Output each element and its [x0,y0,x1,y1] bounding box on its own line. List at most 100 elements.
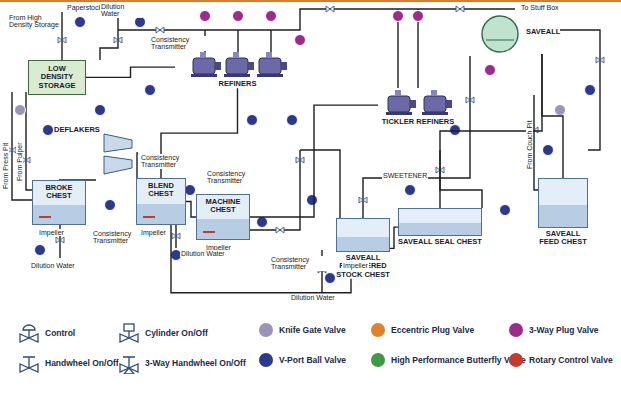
legend-swatch-dot [371,353,385,367]
inlet-label: From Press Pit [2,142,9,190]
valve-dot [135,17,146,28]
node-label: REFINERS [175,80,300,88]
equipment-group: TICKLER REFINERS [378,84,458,126]
handwheel [23,357,35,368]
deflaker-symbol [102,130,138,178]
valve-dot [15,105,26,116]
legend-swatch [508,352,524,368]
valve-dot [43,125,54,136]
annotation: Consistency Transmitter [206,170,272,185]
refiner-motor [248,62,254,70]
legend-text: Eccentric Plug Valve [391,325,474,335]
saveall-drum [478,14,522,54]
tank-body [538,178,588,228]
annotation: Consistency Transmitter [140,154,202,169]
refiner-body [259,58,281,74]
annotation: Impeller [140,229,167,236]
valve-dot [75,17,86,28]
legend-text: Control [45,328,75,338]
refiner-inlet [395,90,401,96]
pipe-connector [186,202,196,218]
pipe-line [250,105,378,217]
inlet-label: From Couch Pit [526,119,533,170]
valve-bowtie [114,37,122,43]
chest-tank: MACHINE CHEST [196,194,250,240]
equipment-group: SAVEALL [478,14,606,54]
valve-dot [247,115,258,126]
pipes [12,9,600,292]
annotation: From High Density Storage [8,14,60,29]
refiner-inlet [233,52,239,58]
impeller-mark [39,216,51,218]
legend-swatch-dot [509,353,523,367]
legend-valve-symbol [18,352,40,374]
valve-dot [450,125,461,136]
three-way [123,357,135,374]
chest-tank: SAVEALL RECOVERED STOCK CHEST [336,218,390,279]
refiner-base [257,74,283,77]
drum-level [486,40,514,41]
pipe-connector [542,54,563,178]
legend-valve-symbol [18,322,40,344]
valve-dot [287,115,298,126]
legend-valve-symbol [118,322,140,344]
node-label: BLEND CHEST [139,182,183,199]
pipe-connector [250,105,378,217]
refiner-base [422,112,448,115]
node-label: SAVEALL SEAL CHEST [398,238,482,246]
valve-dot [393,11,404,22]
node-label: SAVEALL FEED CHEST [538,230,588,247]
pipe-connector [86,67,175,77]
legend-entry: High Performance Butterfly Valve [370,352,526,368]
valve-dot [485,65,496,76]
annotation: Impeller [342,262,369,269]
annotation: To Stuff Box [520,4,560,11]
refiner-motor [281,62,287,70]
legend-swatch-dot [259,323,273,337]
legend-text: Cylinder On/Off [145,328,208,338]
valve-symbols [8,6,604,284]
refiner-inlet [200,52,206,58]
impeller-mark [143,216,155,218]
valve-dot [500,205,511,216]
refiner-body [193,58,215,74]
pipe-connector [440,54,542,208]
refiner-base [191,74,217,77]
storage-box: LOW DENSITY STORAGE [28,60,86,95]
pipe-line [542,54,563,178]
refiner-symbol [175,46,300,80]
legend-entry: Cylinder On/Off [118,322,208,344]
valve-dot [413,11,424,22]
valve-dot [325,273,336,284]
annotation: Dilution Water [100,3,142,18]
stock-fill [197,219,249,239]
legend-swatch-dot [259,353,273,367]
equipment-group: DEFLAKERS [54,126,138,180]
valve-bowtie [276,227,284,233]
stock-fill [137,204,185,224]
valve-bowtie [359,197,367,203]
valve-bowtie [456,6,464,12]
deflaker-cone [104,134,132,152]
refiner-inlet [266,52,272,58]
actuator [23,325,35,338]
refiner-motor [446,100,452,108]
pipe-line [440,54,542,208]
legend-text: 3-Way Plug Valve [529,325,599,335]
legend-entry: V-Port Ball Valve [258,352,346,368]
deflaker-cone [104,156,132,174]
refiner-inlet [431,90,437,96]
valve-dot [105,200,116,211]
refiner-base [386,112,412,115]
legend-valve-symbol [118,352,140,374]
valve-dot [405,185,416,196]
pipe-connector [390,227,398,248]
legend-swatch [258,352,274,368]
pipe-line [390,227,398,248]
node-label: MACHINE CHEST [199,198,247,215]
inlet-label: From Pulper [16,141,23,182]
chest-tank: SAVEALL SEAL CHEST [398,208,482,246]
valve-bowtie [156,27,164,33]
